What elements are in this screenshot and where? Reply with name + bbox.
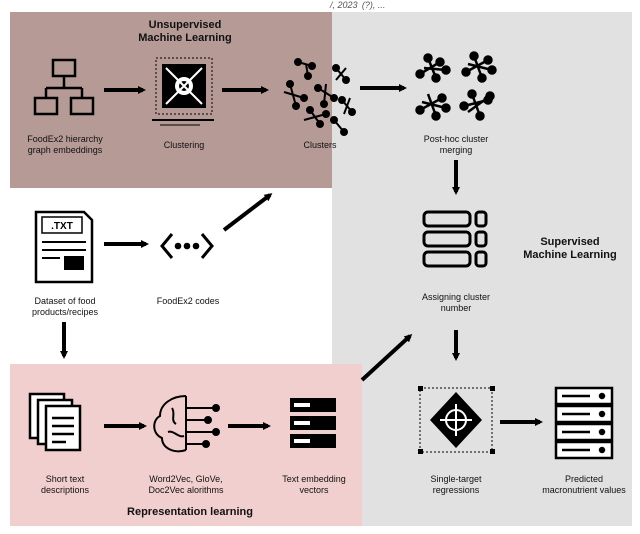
regression-icon — [418, 386, 495, 454]
dataset-label-line1: Dataset of food — [34, 296, 96, 306]
regressions-label: Single-target regressions — [406, 474, 506, 496]
documents-icon — [28, 392, 82, 452]
posthoc-label: Post-hoc cluster merging — [396, 134, 516, 156]
supervised-title-line1: Supervised — [540, 236, 600, 248]
predicted-label-line1: Predicted — [564, 474, 604, 484]
unsupervised-title-line1: Unsupervised — [148, 19, 222, 31]
word2vec-label: Word2Vec, GloVe, Doc2Vec alorithms — [130, 474, 242, 496]
dataset-label: Dataset of food products/recipes — [10, 296, 120, 318]
posthoc-label-line2: merging — [439, 145, 473, 155]
arrow-codes-to-clusters — [222, 193, 273, 232]
regressions-label-line1: Single-target — [430, 474, 482, 484]
predicted-label-line2: macronutrient values — [542, 485, 626, 495]
representation-title: Representation learning — [127, 506, 253, 518]
supervised-title-line2: Machine Learning — [523, 249, 617, 261]
unsupervised-title: Unsupervised Machine Learning — [120, 19, 250, 45]
server-icon — [290, 398, 336, 448]
list-icon — [422, 210, 488, 268]
clusters-icon — [283, 58, 356, 136]
arrows — [60, 84, 543, 430]
short-text-label-line1: Short text — [45, 474, 85, 484]
posthoc-label-line1: Post-hoc cluster — [423, 134, 489, 144]
embedding-label: Text embedding vectors — [262, 474, 366, 496]
dataset-label-line2: products/recipes — [31, 307, 99, 317]
embedding-label-line2: vectors — [299, 485, 329, 495]
code-icon — [160, 233, 214, 259]
clustering-icon — [152, 57, 214, 126]
txt-file-label: .TXT — [51, 221, 73, 232]
clusters-label: Clusters — [303, 140, 337, 150]
regressions-label-line2: regressions — [432, 485, 480, 495]
assign-label-line2: number — [440, 303, 472, 313]
word2vec-label-line1: Word2Vec, GloVe, — [149, 474, 223, 484]
merged-clusters-icon — [415, 51, 497, 121]
hierarchy-icon — [33, 58, 95, 116]
header-partial-text: /, 2023 (?), ... — [330, 0, 386, 10]
assign-label-line1: Assigning cluster — [421, 292, 491, 302]
supervised-title: Supervised Machine Learning — [510, 236, 630, 262]
hierarchy-label-line2: graph embeddings — [27, 145, 103, 155]
embedding-label-line1: Text embedding — [282, 474, 346, 484]
codes-label: FoodEx2 codes — [156, 296, 220, 306]
short-text-label: Short text descriptions — [10, 474, 120, 496]
arrow-embedding-to-assign — [360, 333, 413, 382]
short-text-label-line2: descriptions — [40, 485, 90, 495]
word2vec-label-line2: Doc2Vec alorithms — [148, 485, 224, 495]
unsupervised-title-line2: Machine Learning — [138, 32, 232, 44]
hierarchy-label-line1: FoodEx2 hierarchy — [27, 134, 103, 144]
database-icon — [554, 386, 614, 460]
predicted-label: Predicted macronutrient values — [530, 474, 638, 496]
hierarchy-label: FoodEx2 hierarchy graph embeddings — [10, 134, 120, 156]
clustering-label: Clustering — [163, 140, 205, 150]
assign-label: Assigning cluster number — [396, 292, 516, 314]
brain-icon — [153, 395, 220, 453]
txt-file-icon: .TXT — [34, 210, 94, 284]
